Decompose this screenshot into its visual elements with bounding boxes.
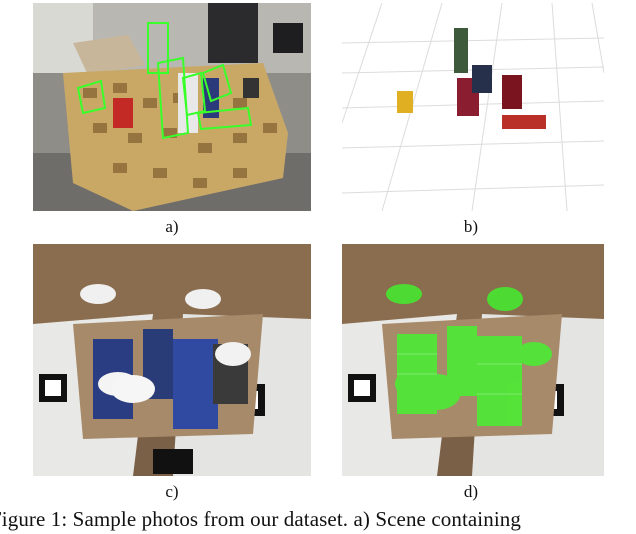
figure-caption: Figure 1: Sample photos from our dataset… bbox=[0, 507, 521, 531]
photo-panel-a bbox=[33, 3, 311, 211]
photo-panel-d bbox=[342, 244, 604, 476]
photo-panel-c bbox=[33, 244, 311, 476]
panel-label-b: b) bbox=[463, 217, 479, 236]
panel-label-d: d) bbox=[463, 482, 479, 501]
panel-label-c: c) bbox=[165, 482, 179, 501]
panel-label-a: a) bbox=[165, 217, 179, 236]
render-panel-b bbox=[342, 3, 604, 211]
